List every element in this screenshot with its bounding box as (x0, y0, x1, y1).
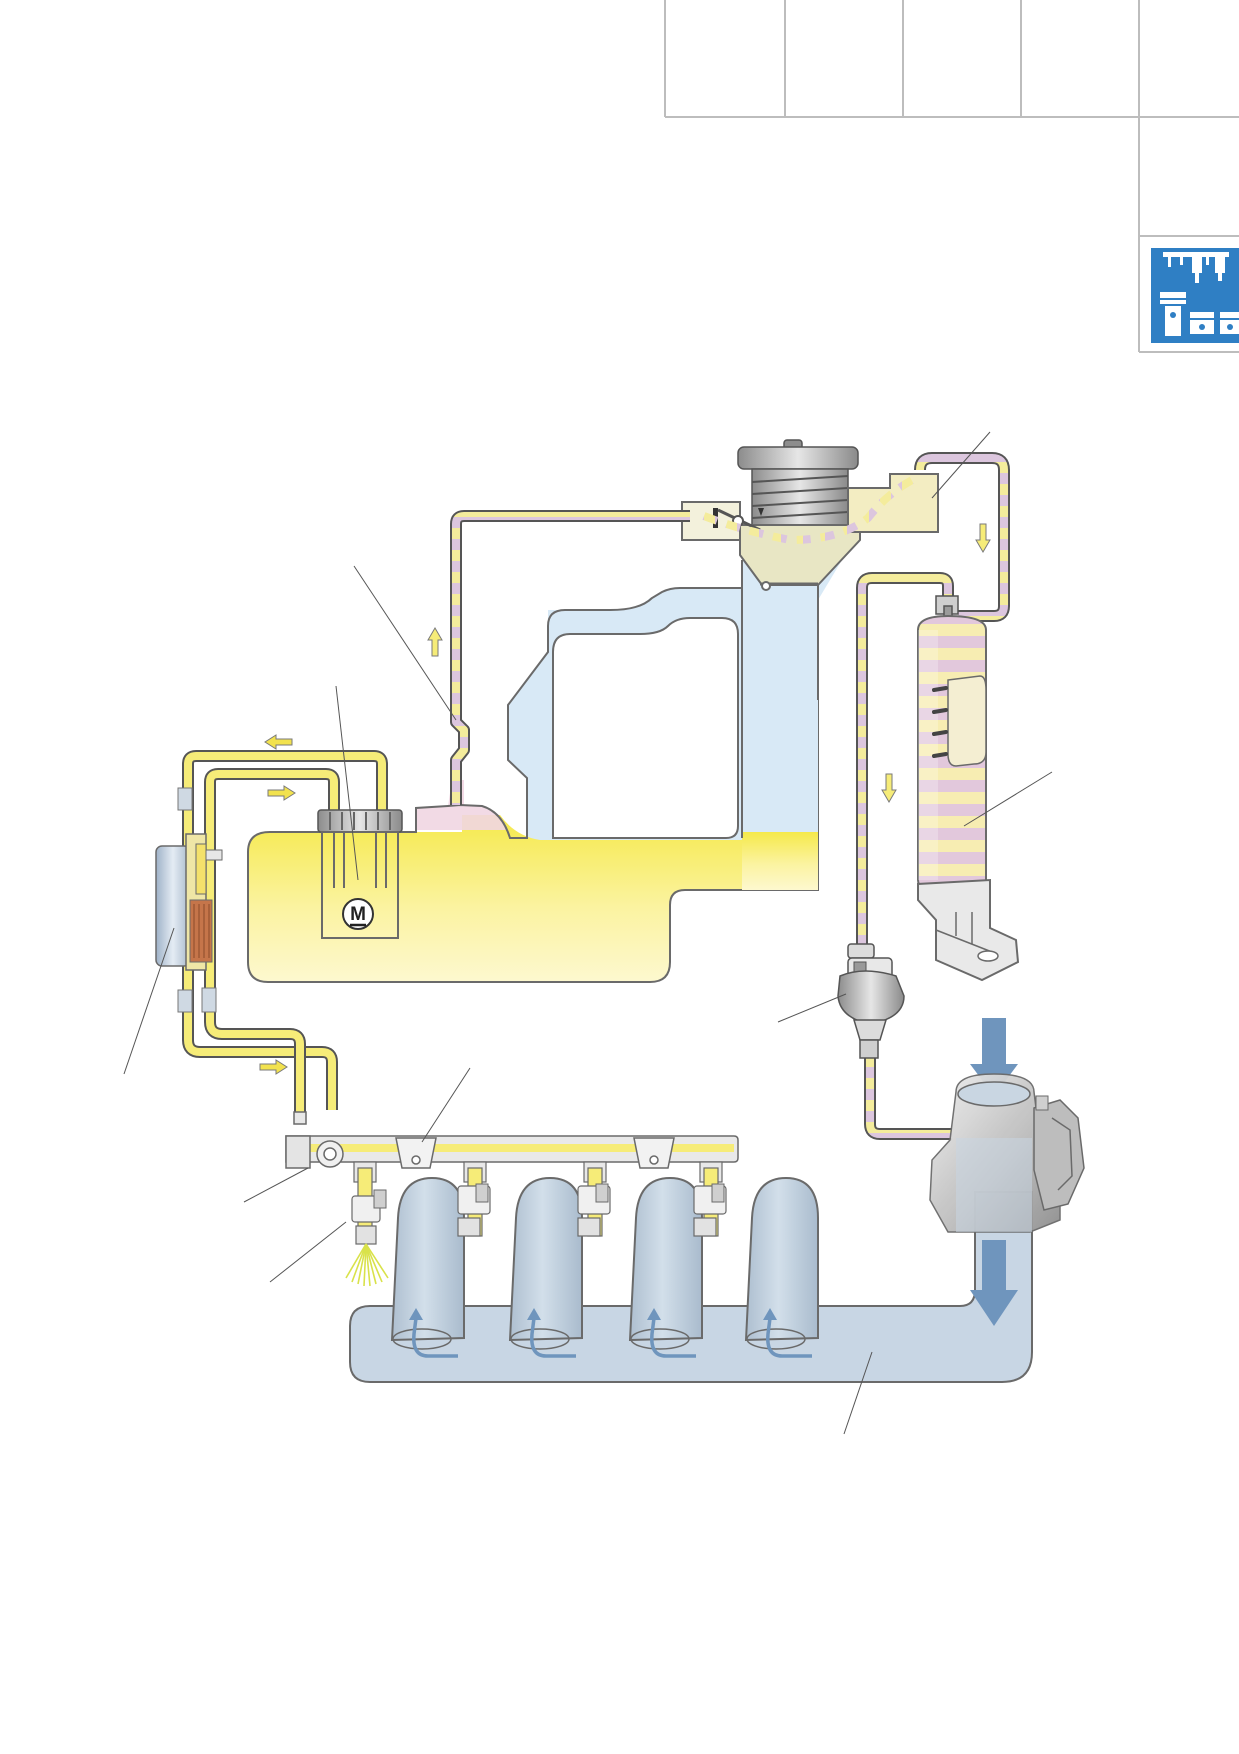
injector-1 (351, 1161, 387, 1245)
callout-leader-lines (123, 431, 1053, 1435)
injector-4 (693, 1161, 727, 1237)
fuel-rail (285, 1111, 739, 1169)
canister-purge-valve (837, 943, 905, 1059)
charcoal-canister (917, 595, 1020, 982)
throttle-body (929, 1018, 1085, 1233)
fuel-tank (247, 543, 819, 983)
fuel-cap (681, 439, 939, 591)
fuel-pump-motor-label: M (350, 904, 366, 925)
intake-manifold (349, 1176, 1033, 1383)
fuel-injection-system-icon (1151, 248, 1239, 343)
flow-arrows (259, 523, 991, 1075)
fuel-pump-module: M (317, 809, 403, 939)
fuel-injectors (345, 1161, 727, 1287)
injector-2 (457, 1161, 491, 1237)
vapor-lines (450, 452, 1010, 1140)
filler-neck (741, 560, 842, 890)
fuel-filter (155, 787, 223, 1013)
fuel-spray (345, 1243, 389, 1287)
corner-grid (664, 0, 1239, 353)
injector-3 (577, 1161, 611, 1237)
